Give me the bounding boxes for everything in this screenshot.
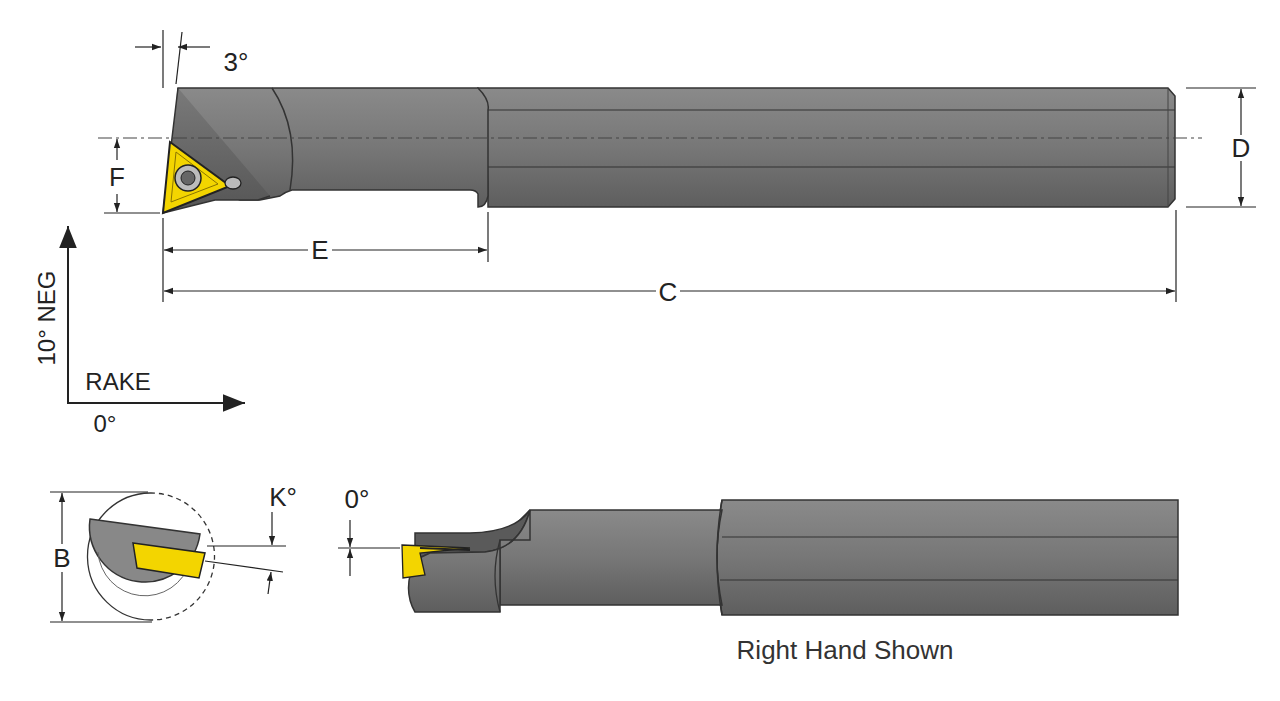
dimension-label: C (656, 279, 681, 305)
rake-label: 10° NEG (35, 268, 59, 369)
angle-label: 0° (342, 486, 373, 512)
dimension-label: E (308, 237, 331, 263)
angle-label: 0° (91, 412, 120, 436)
angle-label: 3° (221, 49, 252, 75)
angle-label: K° (266, 484, 300, 510)
dimension-label: B (50, 545, 73, 571)
view-caption: Right Hand Shown (734, 637, 957, 663)
dimension-label: F (106, 164, 128, 190)
rake-label: RAKE (82, 370, 153, 394)
dimension-label: D (1229, 135, 1254, 161)
